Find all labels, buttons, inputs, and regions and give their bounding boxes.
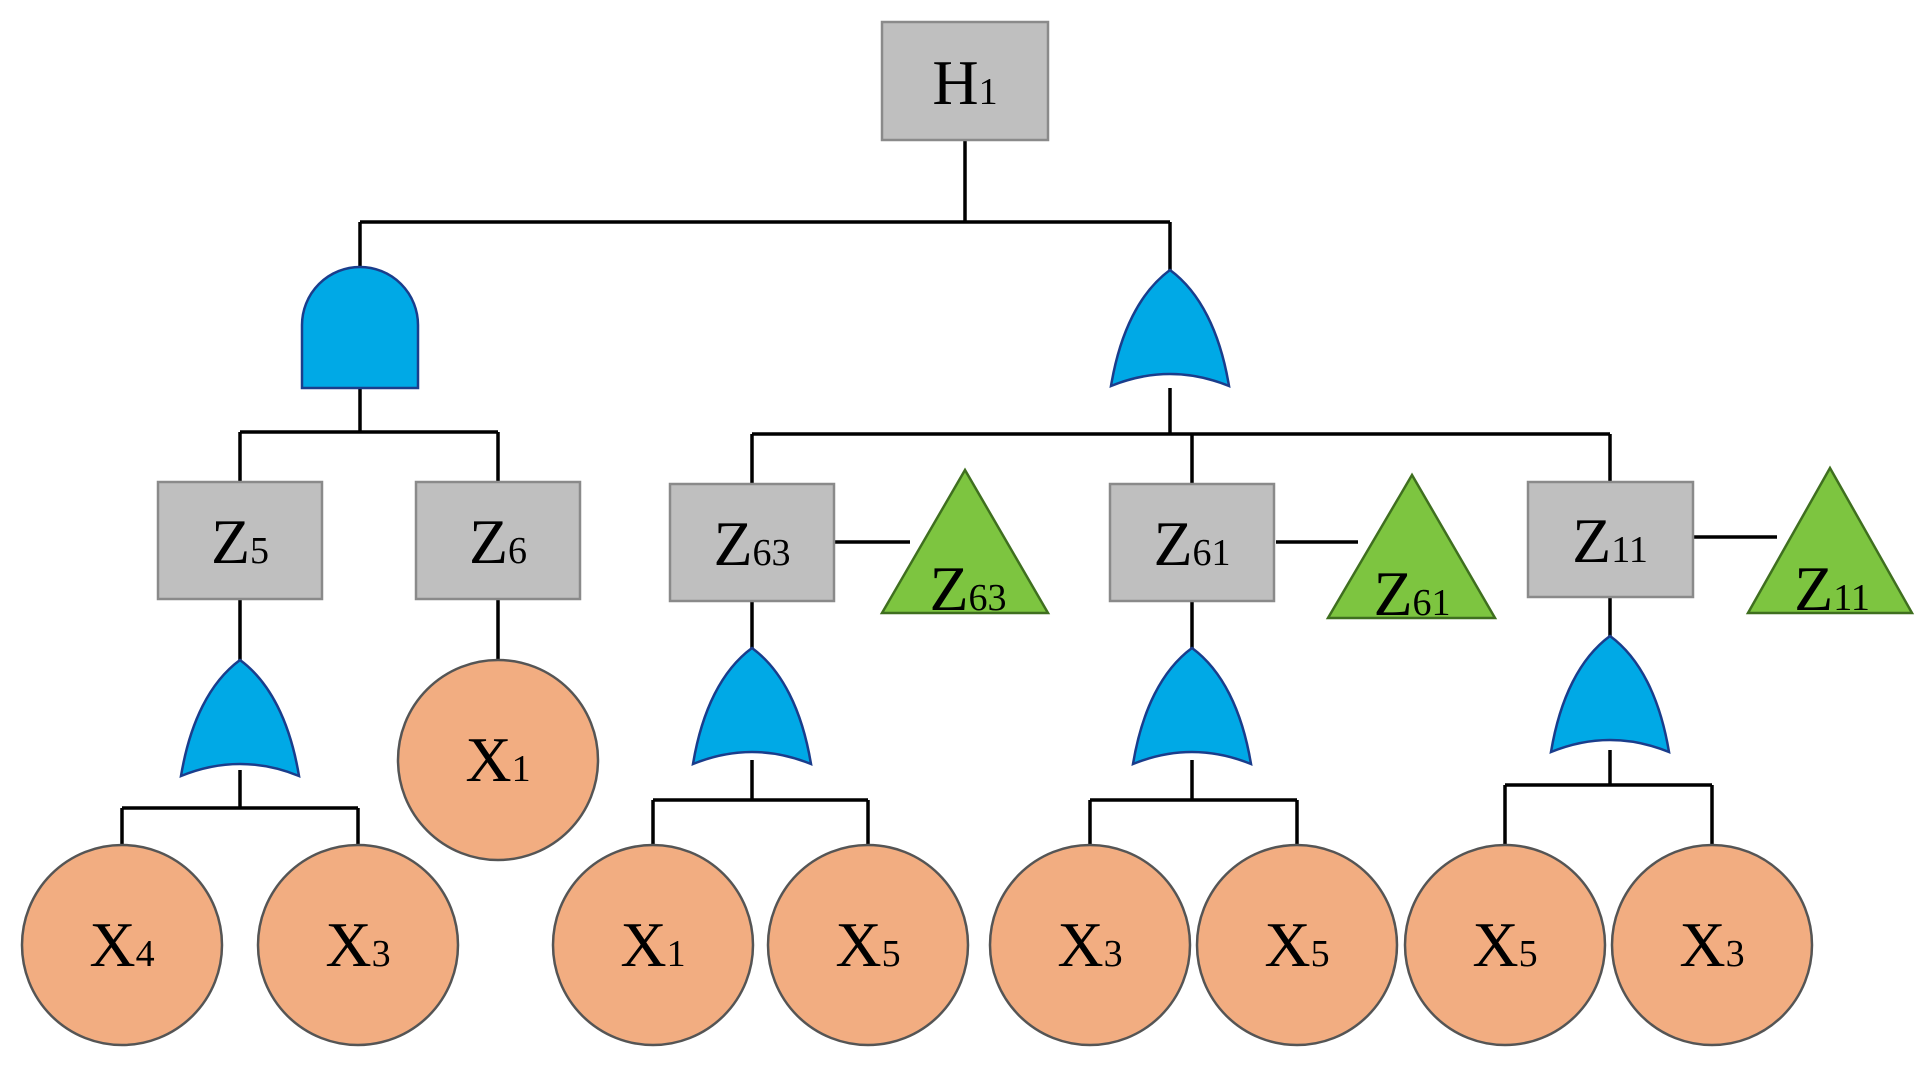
intermediate-event-z6: Z6 — [414, 480, 582, 601]
or-gate-icon — [1131, 646, 1253, 766]
transfer-triangle-icon: Z63 — [879, 467, 1051, 624]
svg-text:Z63: Z63 — [929, 553, 1006, 624]
transfer-triangle-icon: Z11 — [1745, 465, 1915, 624]
or-gate-icon — [1549, 634, 1671, 754]
svg-text:X4: X4 — [89, 909, 154, 980]
basic-event-circle: X1 — [551, 843, 755, 1047]
top-event-label: H1 — [932, 47, 997, 118]
basic-event-circle: X5 — [1195, 843, 1399, 1047]
svg-text:X5: X5 — [835, 909, 900, 980]
basic-event-circle: X3 — [256, 843, 460, 1047]
transfer-triangle-icon: Z61 — [1325, 472, 1498, 629]
basic-event-circle: X3 — [988, 843, 1192, 1047]
svg-text:X1: X1 — [620, 909, 685, 980]
svg-text:Z61: Z61 — [1153, 508, 1230, 579]
svg-text:X5: X5 — [1264, 909, 1329, 980]
svg-text:X1: X1 — [465, 724, 530, 795]
intermediate-event-z63: Z63 — [668, 482, 836, 603]
intermediate-event-z61: Z61 — [1108, 482, 1276, 603]
svg-text:X3: X3 — [1679, 909, 1744, 980]
or-gate-icon — [1109, 268, 1231, 388]
svg-text:X5: X5 — [1472, 909, 1537, 980]
and-gate-icon — [300, 265, 420, 390]
basic-event-circle: X1 — [396, 658, 600, 862]
svg-text:X3: X3 — [325, 909, 390, 980]
basic-event-circle: X5 — [1403, 843, 1607, 1047]
or-gate-icon — [179, 658, 301, 778]
svg-text:X3: X3 — [1057, 909, 1122, 980]
intermediate-event-z5: Z5 — [156, 480, 324, 601]
or-gate-icon — [691, 646, 813, 766]
top-event-h1: H1 — [880, 20, 1050, 142]
svg-text:Z61: Z61 — [1373, 558, 1450, 629]
intermediate-event-z11: Z11 — [1526, 480, 1695, 599]
svg-text:Z63: Z63 — [713, 508, 790, 579]
svg-text:Z11: Z11 — [1794, 553, 1870, 624]
basic-event-circle: X4 — [20, 843, 224, 1047]
basic-event-circle: X5 — [766, 843, 970, 1047]
svg-text:Z5: Z5 — [211, 506, 269, 577]
connectors — [120, 140, 1777, 845]
svg-text:Z6: Z6 — [469, 506, 527, 577]
svg-text:Z11: Z11 — [1572, 505, 1648, 576]
basic-event-circle: X3 — [1610, 843, 1814, 1047]
